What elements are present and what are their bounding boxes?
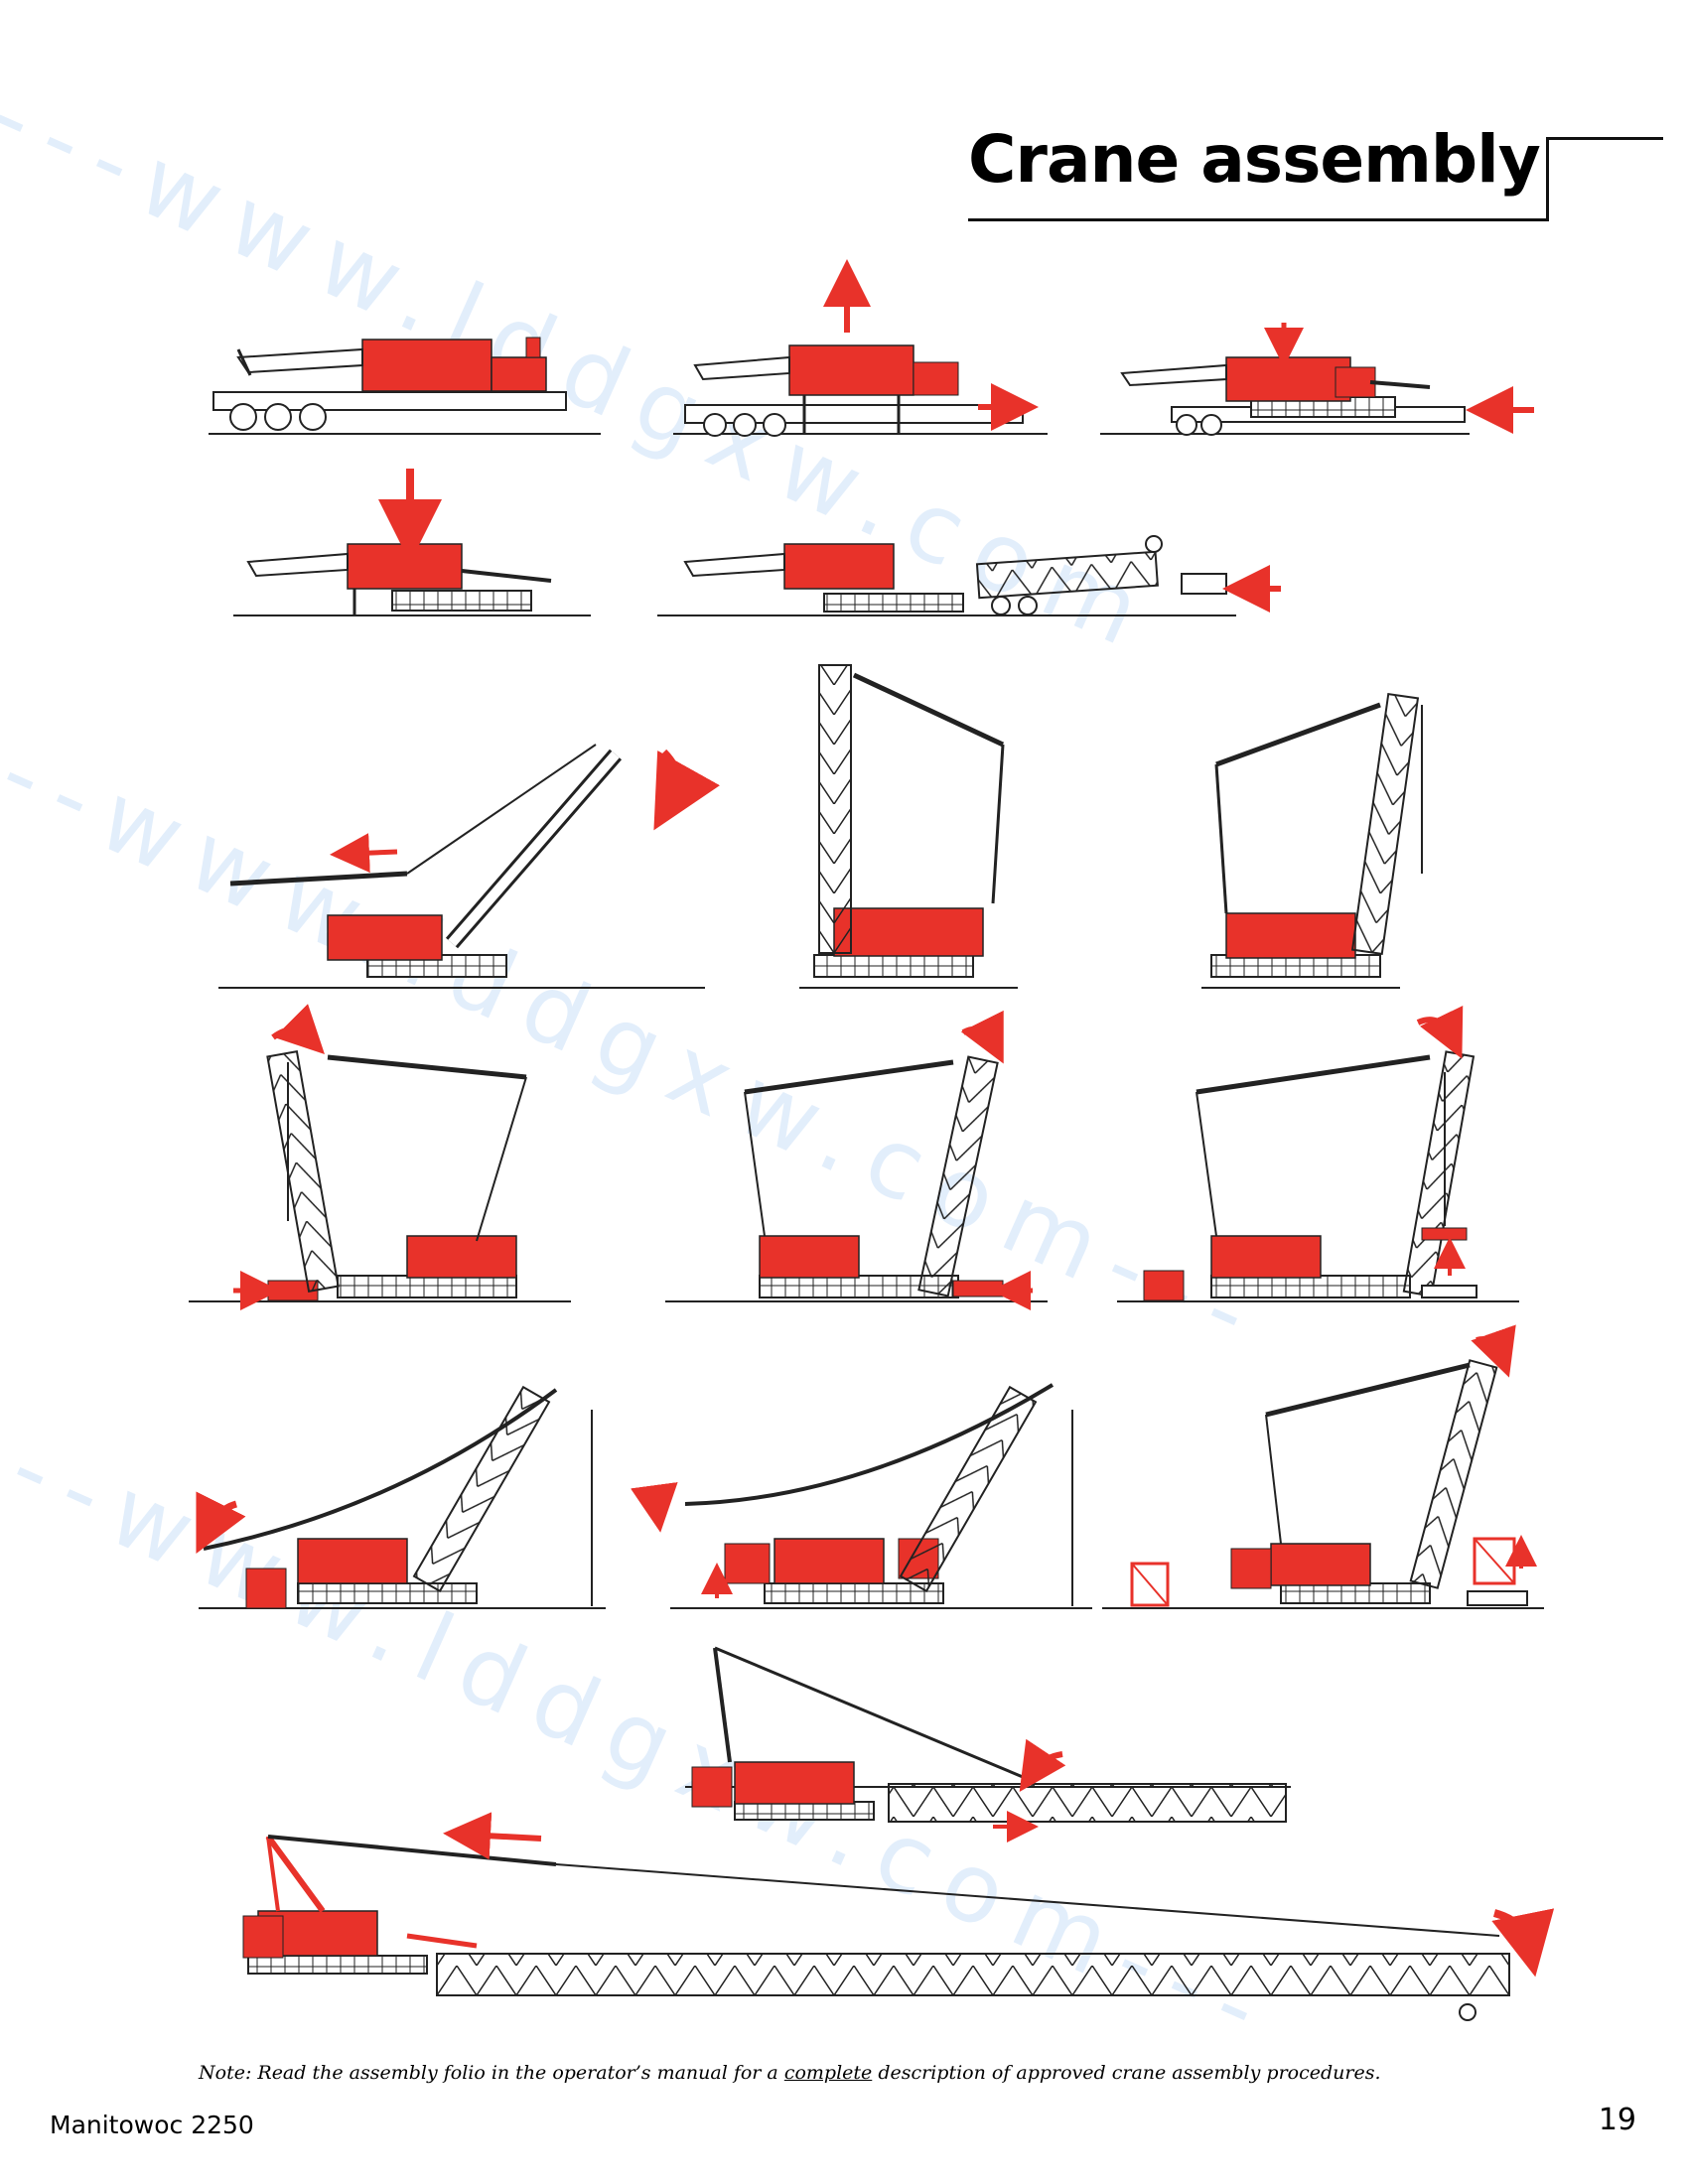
step-15-figure — [685, 1646, 1291, 1843]
note-emphasis: complete — [783, 2062, 873, 2084]
step-9-figure — [189, 1004, 571, 1310]
footer-model: Manitowoc 2250 — [50, 2111, 254, 2139]
step-1-figure — [209, 337, 601, 435]
page-number: 19 — [1598, 2103, 1636, 2137]
step-6-figure — [218, 744, 720, 989]
note-prefix: Note: Read the assembly folio in the ope… — [199, 2062, 784, 2084]
step-10-figure — [665, 1010, 1048, 1310]
step-7-figure — [799, 664, 1018, 989]
title-underline — [968, 218, 1549, 221]
title-corner-vertical — [1546, 137, 1549, 221]
step-2-figure — [673, 259, 1048, 437]
step-14-figure — [1102, 1324, 1544, 1609]
step-16-figure — [242, 1812, 1555, 2021]
note-suffix: description of approved crane assembly p… — [872, 2062, 1381, 2084]
assembly-note: Note: Read the assembly folio in the ope… — [199, 2062, 1489, 2084]
step-11-figure — [1117, 1005, 1519, 1302]
title-corner-top — [1546, 137, 1663, 140]
step-4-figure — [233, 469, 591, 616]
step-5-figure — [657, 535, 1281, 616]
step-3-figure — [1100, 323, 1534, 436]
step-8-figure — [1201, 693, 1423, 989]
page-title: Crane assembly — [968, 121, 1541, 198]
page-title-block: Crane assembly — [968, 119, 1663, 222]
step-12-figure — [196, 1385, 606, 1609]
step-13-figure — [631, 1383, 1092, 1609]
